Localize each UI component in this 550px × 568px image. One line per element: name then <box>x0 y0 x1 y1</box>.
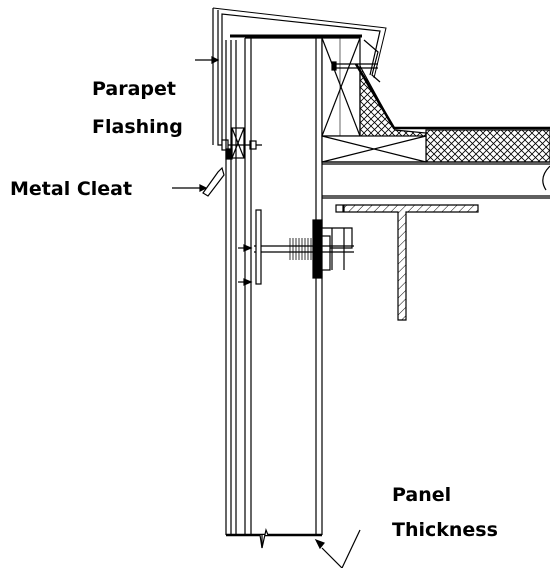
through-bolt <box>254 209 354 285</box>
steel-angle <box>322 204 479 321</box>
roof-nailer <box>321 135 427 163</box>
parapet-flashing <box>212 7 387 146</box>
panel-label: Panel <box>392 484 452 506</box>
wood-blocking-top <box>321 37 361 137</box>
metal-cleat-label: Metal Cleat <box>10 178 133 200</box>
leader-metal-cleat <box>172 184 208 192</box>
roof-deck <box>322 161 550 199</box>
thickness-label: Thickness <box>392 519 498 541</box>
leader-parapet <box>195 56 220 64</box>
roof-insulation <box>425 129 550 163</box>
roof-membrane <box>354 63 550 130</box>
parapet-label: Parapet <box>92 78 176 100</box>
panel-thickness-dimension <box>238 244 361 568</box>
metal-cleat <box>202 127 262 197</box>
flashing-label: Flashing <box>92 116 183 138</box>
